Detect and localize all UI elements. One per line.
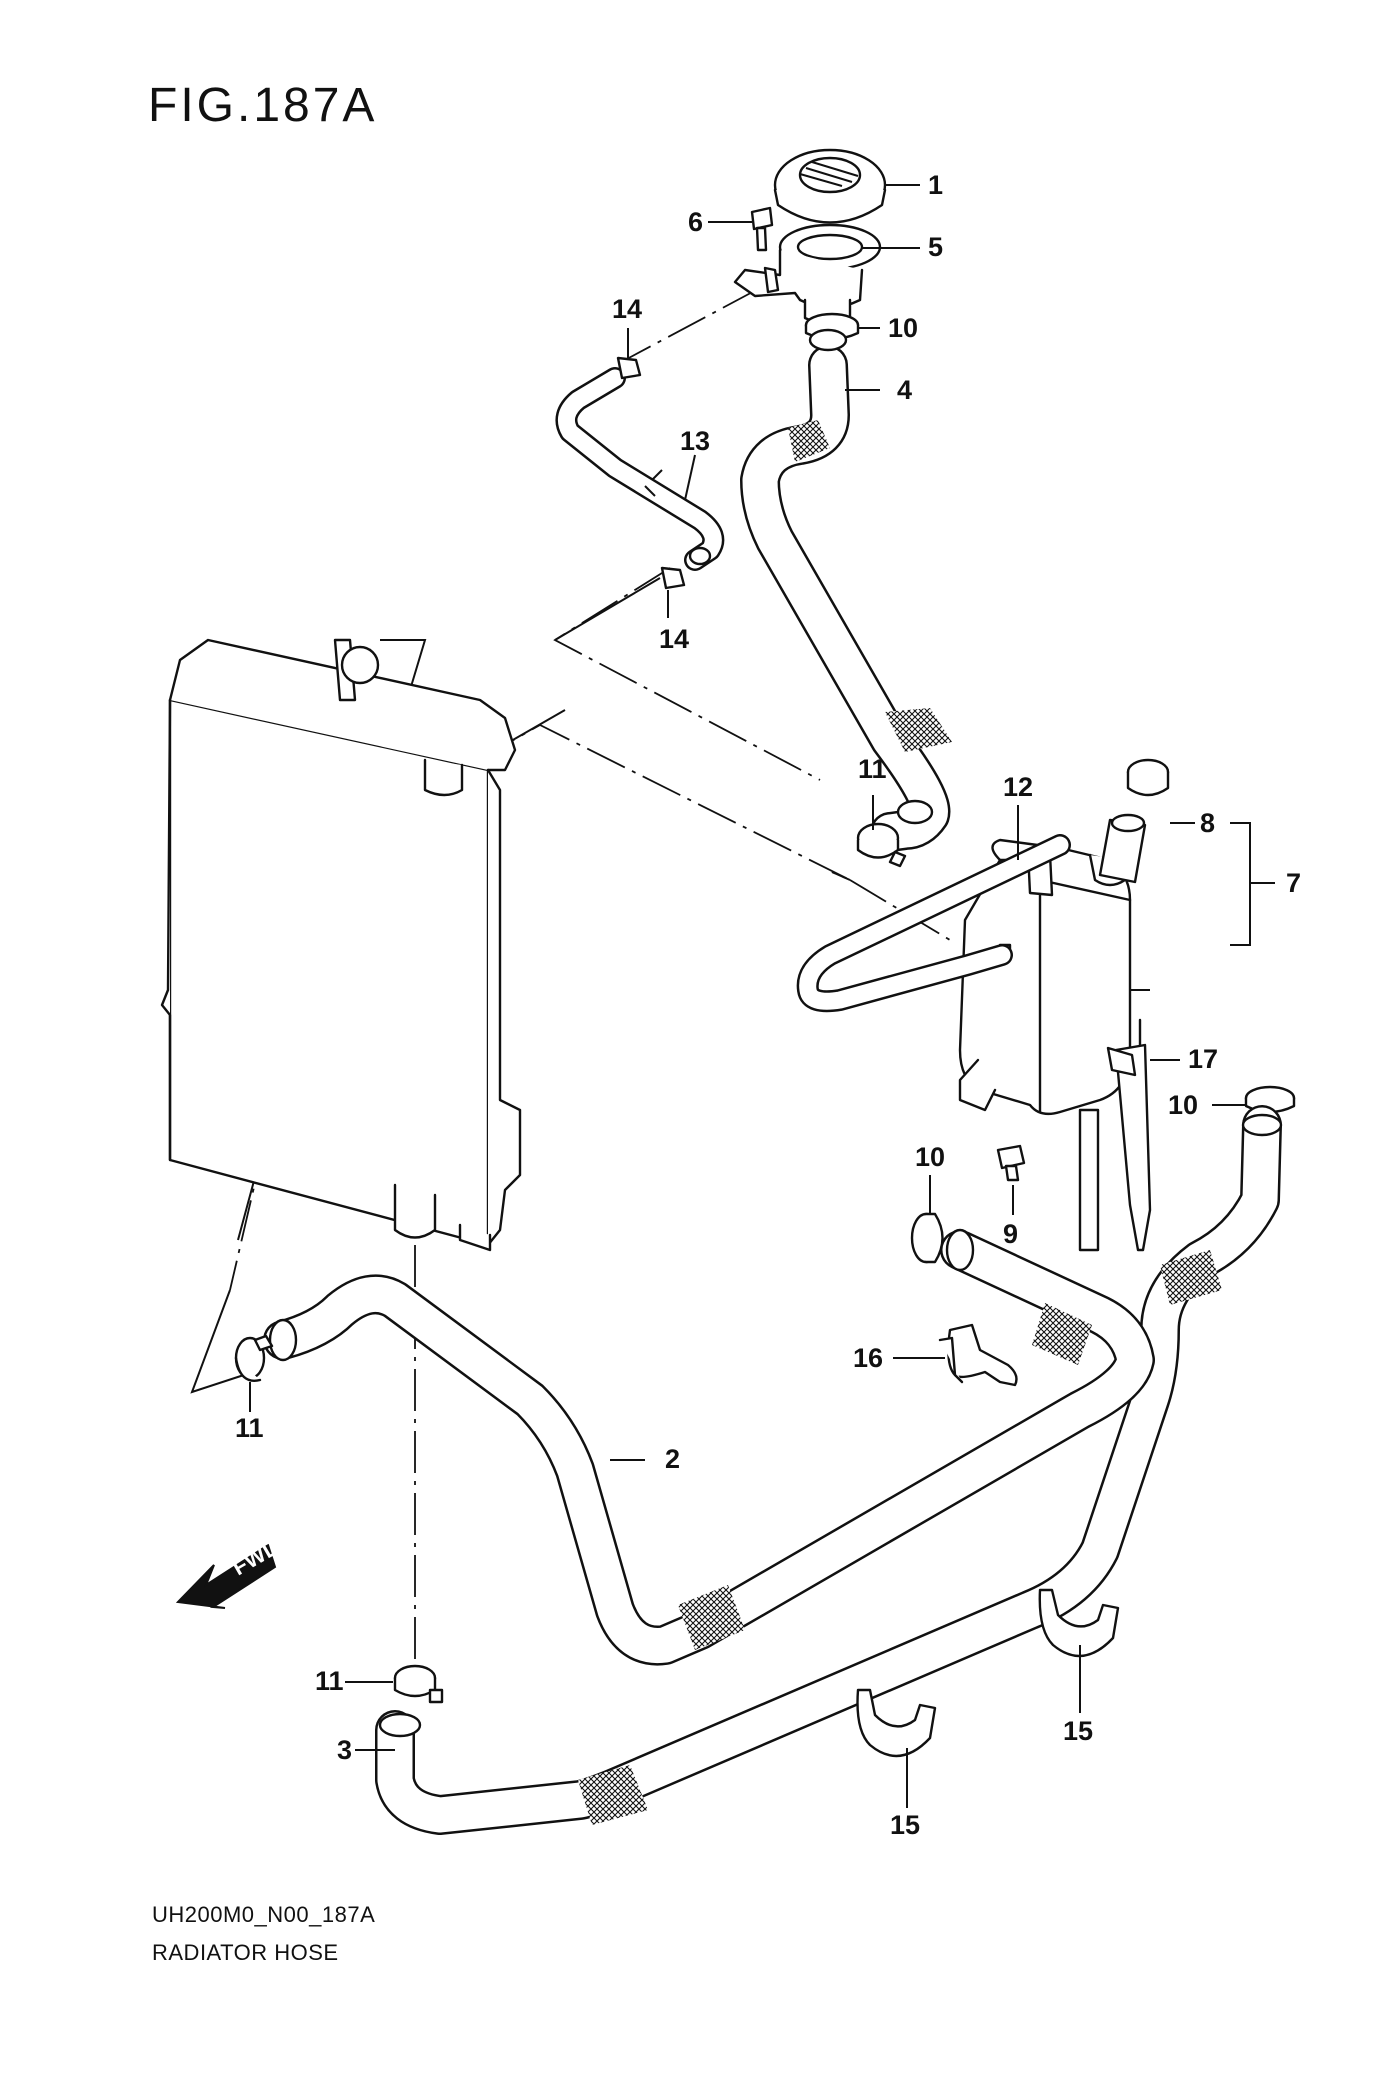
- clamp-10-right: [1244, 1085, 1296, 1114]
- callout-16: 16: [853, 1343, 883, 1373]
- callouts: 1 2 3 4 5 6 7 8 9 10 10 10 11 11 11 12 1…: [235, 170, 1301, 1840]
- callout-10-right: 10: [1168, 1090, 1198, 1120]
- radiator: [160, 638, 522, 1252]
- hose-2: [263, 1228, 1155, 1666]
- radiator-cap: [773, 148, 887, 224]
- hose-13: [555, 367, 725, 571]
- figure-title: FIG.187A: [148, 79, 378, 132]
- callout-14-bottom: 14: [659, 624, 689, 654]
- document-name: RADIATOR HOSE: [152, 1940, 339, 1965]
- clamp-10-mid: [910, 1212, 944, 1264]
- bolt-9: [996, 1144, 1026, 1182]
- callout-11-top: 11: [858, 754, 887, 784]
- holder-15-left: [856, 1688, 937, 1758]
- band-17: [1106, 1043, 1152, 1252]
- hose-4: [740, 328, 952, 852]
- callout-2: 2: [665, 1444, 680, 1474]
- callout-12: 12: [1003, 772, 1033, 802]
- holder-16: [938, 1323, 1018, 1387]
- leader-lines: [249, 184, 1275, 1808]
- callout-4: 4: [897, 375, 912, 405]
- drain-pipe: [1078, 1108, 1100, 1252]
- callout-11-bottom: 11: [315, 1666, 344, 1696]
- clamp-11-bottom: [393, 1664, 444, 1704]
- callout-5: 5: [928, 232, 943, 262]
- clamp-11-top: [856, 822, 907, 868]
- document-code: UH200M0_N00_187A: [152, 1902, 376, 1927]
- callout-17: 17: [1188, 1044, 1218, 1074]
- hose-3: [375, 1105, 1283, 1835]
- bolt-6: [750, 206, 774, 252]
- callout-15-left: 15: [890, 1810, 920, 1840]
- callout-15-right: 15: [1063, 1716, 1093, 1746]
- hose-12: [796, 834, 1071, 1013]
- clamp-11-left: [234, 1334, 274, 1382]
- callout-9: 9: [1003, 1219, 1018, 1249]
- reservoir-tank: [958, 758, 1170, 1116]
- fwd-arrow-icon: FWD: [175, 1534, 284, 1609]
- callout-14-top: 14: [612, 294, 642, 324]
- clip-14-top: [616, 356, 642, 380]
- callout-10-mid: 10: [915, 1142, 945, 1172]
- callout-1: 1: [928, 170, 943, 200]
- callout-3: 3: [337, 1735, 352, 1765]
- callout-13: 13: [680, 426, 710, 456]
- callout-11-left: 11: [235, 1413, 264, 1443]
- holder-15-right: [1038, 1588, 1120, 1658]
- callout-6: 6: [688, 207, 703, 237]
- callout-8: 8: [1200, 808, 1215, 838]
- callout-7: 7: [1286, 868, 1301, 898]
- clip-14-bottom: [660, 566, 686, 590]
- callout-10-top: 10: [888, 313, 918, 343]
